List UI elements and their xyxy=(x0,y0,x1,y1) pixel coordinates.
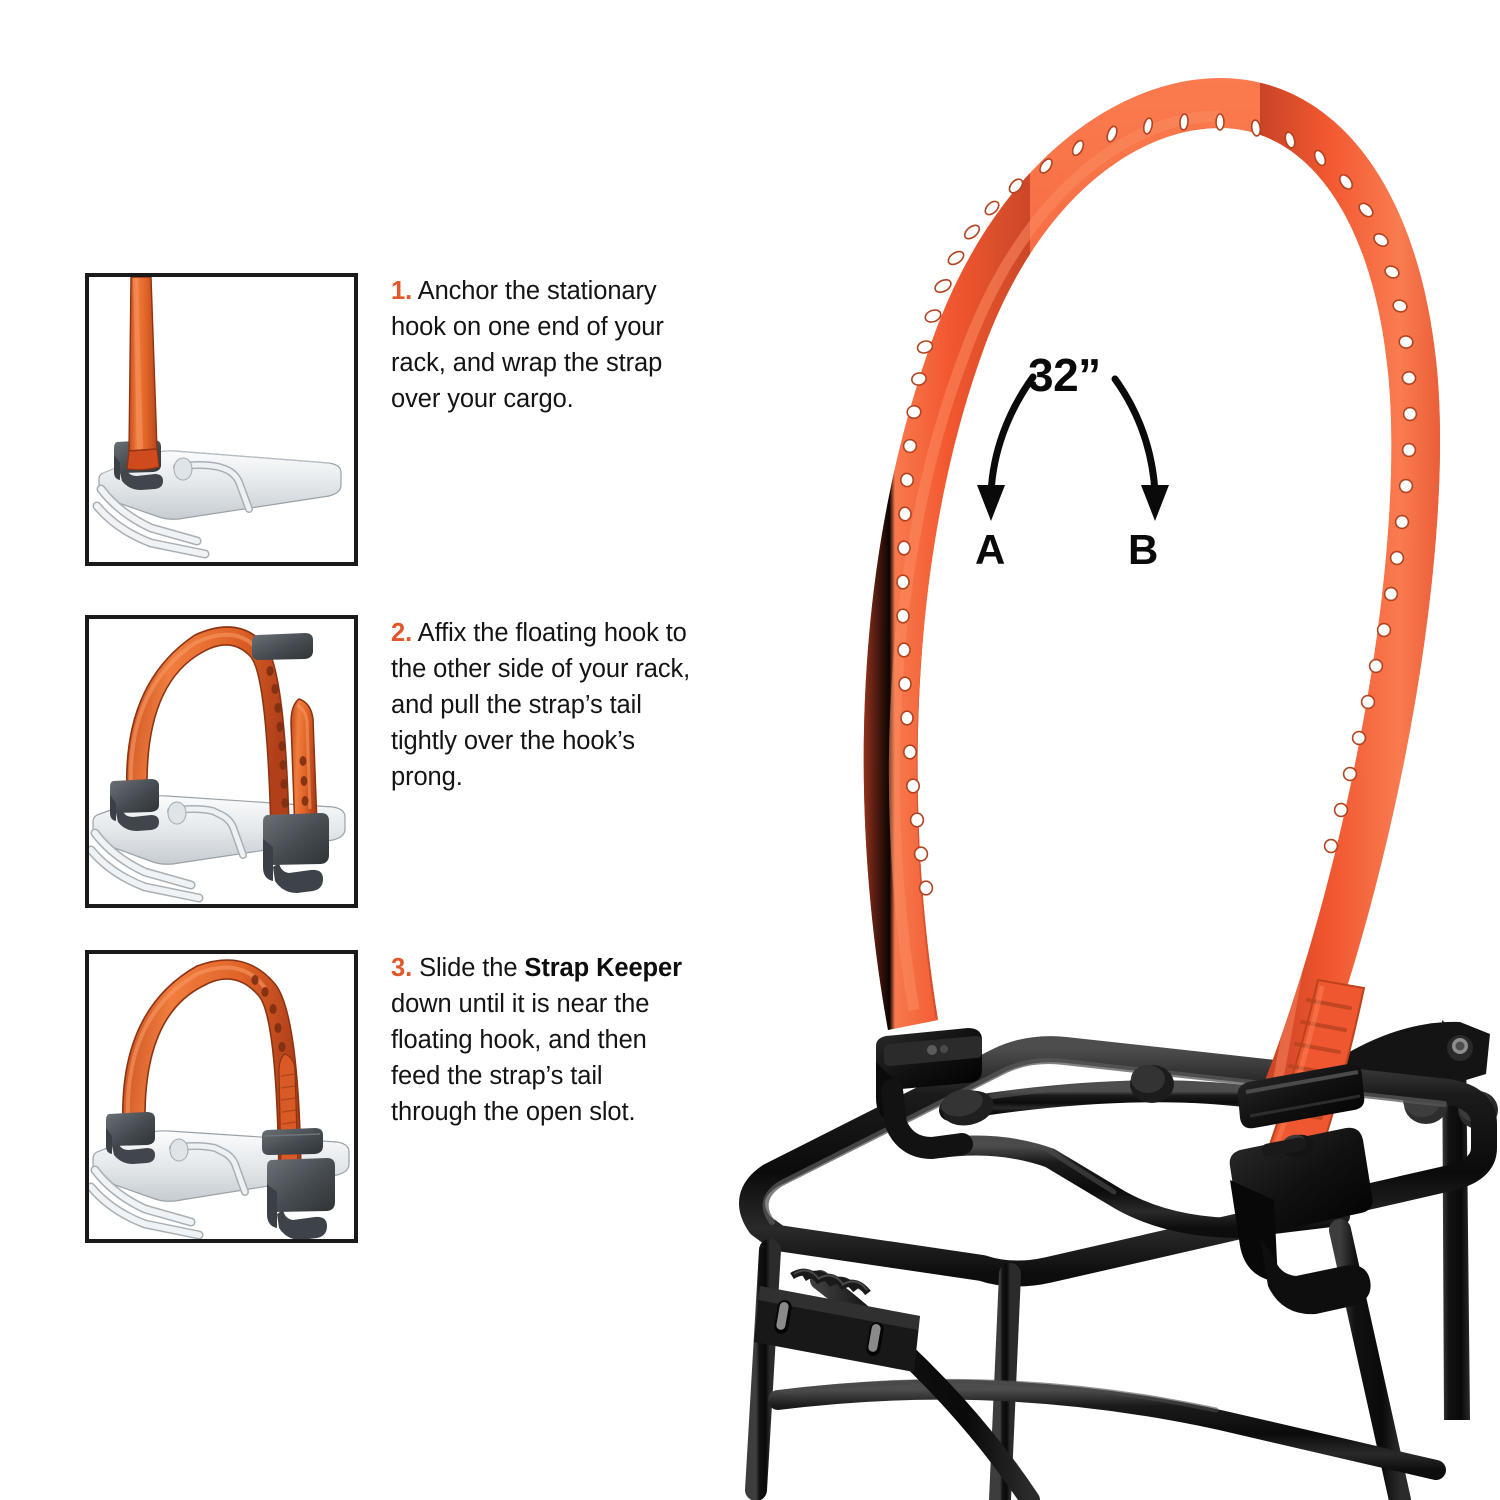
step-1-illustration xyxy=(92,277,342,559)
measurement-label: 32” xyxy=(1028,349,1101,401)
step-1-number: 1. xyxy=(391,277,413,305)
step-3-text: 3. Slide the Strap Keeper down until it … xyxy=(391,950,691,1130)
step-3-thumbnail xyxy=(85,950,358,1243)
strap-keeper xyxy=(262,1128,323,1155)
step-2-body: Affix the floating hook to the other sid… xyxy=(391,619,691,791)
stationary-hook xyxy=(110,779,159,831)
strap-tail xyxy=(290,698,318,832)
strap xyxy=(863,78,1441,1168)
strap-holes xyxy=(896,113,1418,896)
step-3-illustration xyxy=(89,959,350,1239)
floating-hook xyxy=(267,1158,335,1239)
step-3: 3. Slide the Strap Keeper down until it … xyxy=(85,950,691,1243)
hero-illustration xyxy=(739,78,1498,1500)
point-b-label: B xyxy=(1128,526,1159,573)
step-2: 2. Affix the floating hook to the other … xyxy=(85,615,691,908)
step-3-body-before: Slide the xyxy=(419,954,525,982)
hero-product-image xyxy=(700,0,1500,1500)
step-3-body-after: down until it is near the floating hook,… xyxy=(391,990,650,1126)
step-2-thumbnail xyxy=(85,615,358,908)
step-2-number: 2. xyxy=(391,619,413,647)
step-2-text: 2. Affix the floating hook to the other … xyxy=(391,615,691,795)
strap-keeper xyxy=(1237,1063,1365,1129)
rack-spring-coil xyxy=(790,1268,871,1296)
step-3-bold-term: Strap Keeper xyxy=(524,954,682,982)
stationary-hook xyxy=(106,1112,155,1164)
step-3-number: 3. xyxy=(391,954,413,982)
bike-rack xyxy=(739,1020,1498,1500)
rack-frame xyxy=(89,795,346,903)
point-a-label: A xyxy=(975,526,1006,573)
stationary-hook xyxy=(876,1028,982,1160)
rack-platform xyxy=(739,1036,1497,1287)
step-2-illustration xyxy=(89,626,346,903)
step-1-thumbnail xyxy=(85,273,358,566)
instructions-column: 1. Anchor the stationary hook on one end… xyxy=(0,0,710,1500)
rack-mounting-bracket xyxy=(754,1286,920,1372)
floating-hook xyxy=(252,633,329,893)
hook-prong xyxy=(1261,1134,1314,1158)
floating-hook xyxy=(1229,1127,1373,1315)
step-1: 1. Anchor the stationary hook on one end… xyxy=(85,273,691,566)
step-1-text: 1. Anchor the stationary hook on one end… xyxy=(391,273,691,417)
step-1-body: Anchor the stationary hook on one end of… xyxy=(391,277,664,413)
strap xyxy=(126,277,160,471)
